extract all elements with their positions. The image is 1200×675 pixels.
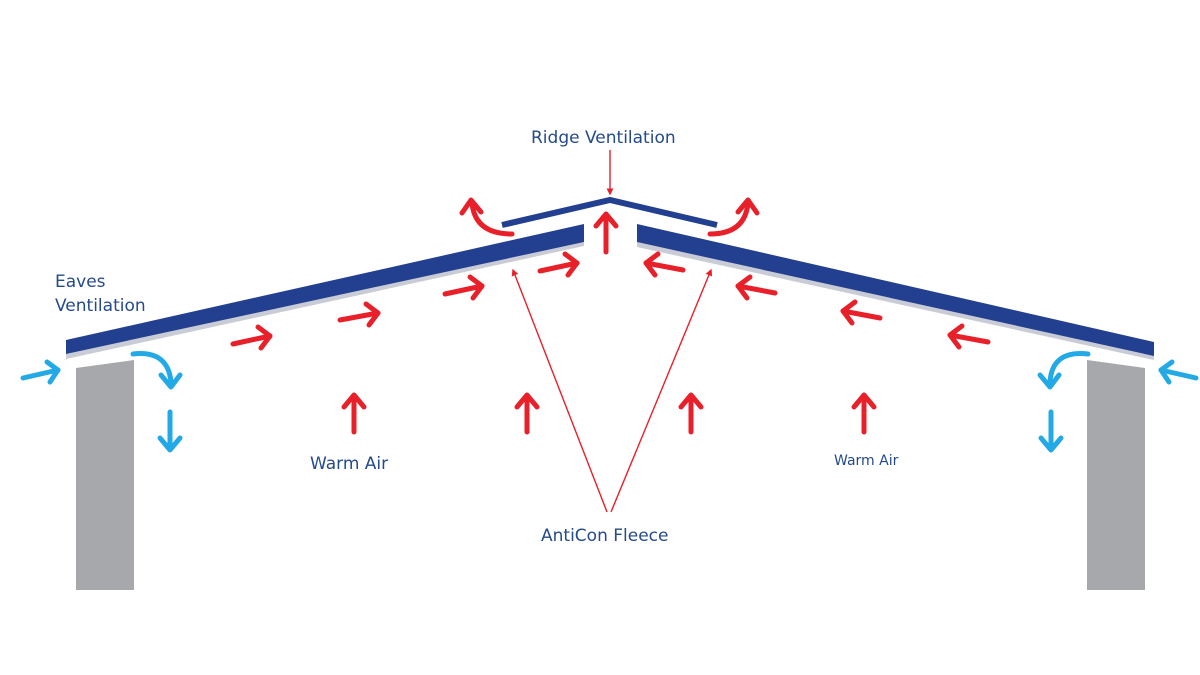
pointer-lines bbox=[511, 150, 713, 513]
blue-arrow-icon bbox=[20, 359, 61, 385]
left-wall bbox=[76, 360, 134, 590]
red-arrow-icon bbox=[230, 324, 273, 351]
red-arrow-icon bbox=[337, 301, 381, 328]
eaves-intake-right bbox=[1037, 351, 1199, 453]
ridge-ventilation-label: Ridge Ventilation bbox=[531, 128, 676, 148]
fleece-pointer-right bbox=[610, 268, 713, 513]
warm-air-label-left: Warm Air bbox=[310, 454, 389, 474]
blue-arrow-icon bbox=[1158, 359, 1199, 385]
warm-air-flow-left bbox=[230, 251, 580, 351]
roof-panel-left bbox=[66, 224, 584, 354]
warm-air-flow-right bbox=[643, 251, 991, 350]
fleece-layer-right bbox=[637, 242, 1154, 360]
warm-air-rising bbox=[341, 211, 877, 435]
red-arrow-icon bbox=[537, 251, 580, 278]
ridge-exhaust bbox=[459, 197, 760, 237]
blue-arrow-icon bbox=[157, 409, 183, 453]
red-arrow-icon bbox=[341, 392, 367, 435]
blue-arrow-icon bbox=[1038, 409, 1064, 453]
red-arrow-icon bbox=[514, 392, 540, 435]
red-arrow-icon bbox=[735, 274, 778, 301]
eaves-ventilation-label: Eaves Ventilation bbox=[55, 270, 146, 318]
red-arrow-icon bbox=[678, 392, 704, 435]
red-arrow-icon bbox=[851, 392, 877, 435]
roof-panel-right bbox=[637, 224, 1154, 356]
anticon-fleece-label: AntiCon Fleece bbox=[541, 526, 669, 546]
red-arrow-icon bbox=[593, 211, 619, 255]
eaves-label-line2: Ventilation bbox=[55, 296, 146, 316]
fleece-layer-left bbox=[66, 242, 584, 359]
red-arrow-icon bbox=[643, 251, 686, 278]
red-arrow-icon bbox=[707, 197, 760, 237]
blue-arrow-icon bbox=[1037, 351, 1091, 390]
red-arrow-icon bbox=[840, 299, 883, 326]
red-arrow-icon bbox=[947, 323, 991, 350]
ridge-cap bbox=[501, 196, 718, 228]
eaves-intake-left bbox=[20, 351, 183, 453]
red-arrow-icon bbox=[459, 197, 515, 237]
blue-arrow-icon bbox=[130, 351, 183, 390]
red-arrow-icon bbox=[442, 274, 485, 301]
right-wall bbox=[1087, 360, 1145, 590]
warm-air-label-right: Warm Air bbox=[834, 453, 899, 469]
fleece-pointer-left bbox=[511, 268, 608, 513]
eaves-label-line1: Eaves bbox=[55, 272, 106, 292]
